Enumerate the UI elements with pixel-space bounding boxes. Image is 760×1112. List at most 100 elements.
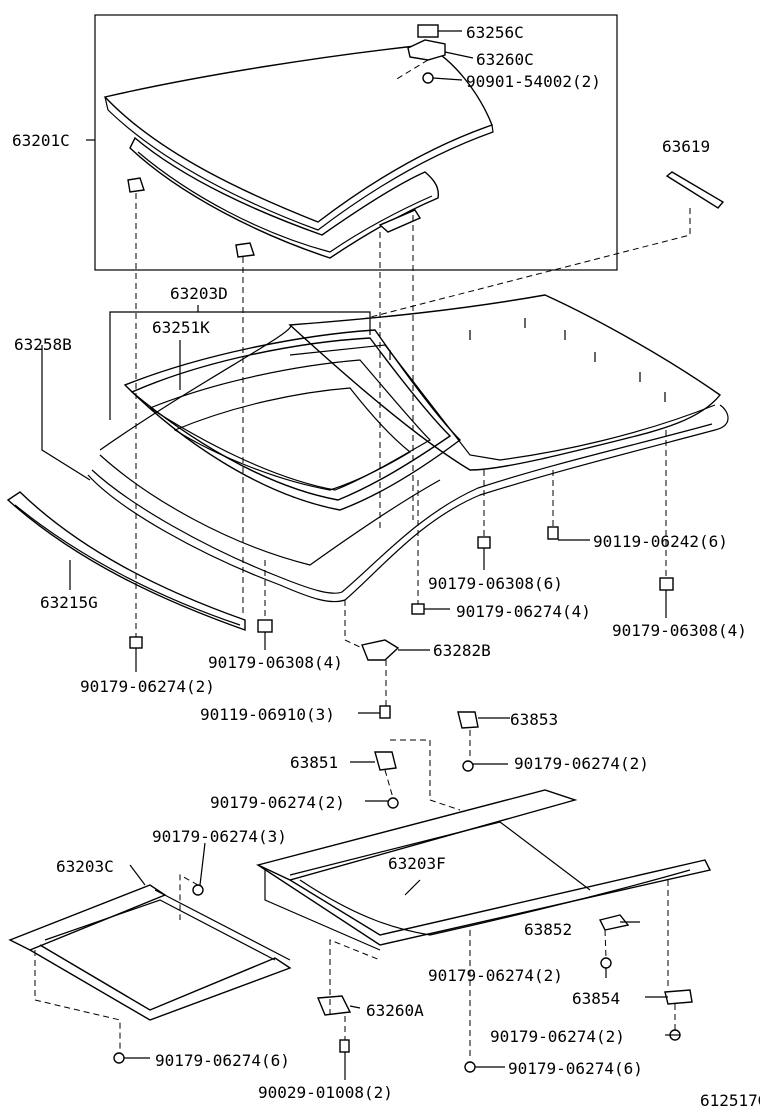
part-number: 63203D bbox=[170, 284, 228, 303]
part-number: 63203F bbox=[388, 854, 446, 873]
callout-90179-06308: 90179-06308(6) bbox=[428, 574, 563, 593]
fasteners bbox=[129, 526, 674, 719]
callout-63203f: 63203F bbox=[388, 854, 446, 873]
callout-63203d: 63203D bbox=[170, 284, 228, 303]
bolt-90901-54002 bbox=[422, 72, 434, 84]
part-number: 63852 bbox=[524, 920, 572, 939]
roof-screws bbox=[389, 318, 666, 402]
part-quantity: (4) bbox=[562, 602, 591, 621]
part-number: 63251K bbox=[152, 318, 210, 337]
part-number: 63260C bbox=[476, 50, 534, 69]
callout-90179-06274: 90179-06274(2) bbox=[80, 677, 215, 696]
lower-dashed-leaders bbox=[34, 730, 676, 1060]
part-number: 63258B bbox=[14, 335, 72, 354]
callout-63201c: 63201C bbox=[12, 131, 70, 150]
callout-63251k: 63251K bbox=[152, 318, 210, 337]
glass-assembly-box bbox=[94, 14, 618, 271]
part-quantity: (2) bbox=[316, 793, 345, 812]
part-number: 90119-06910 bbox=[200, 705, 306, 724]
callout-63260c: 63260C bbox=[476, 50, 534, 69]
part-number: 63260A bbox=[366, 1001, 424, 1020]
sunroof-housing-63203F bbox=[255, 789, 712, 951]
part-quantity: (2) bbox=[572, 72, 601, 91]
callout-63282b: 63282B bbox=[433, 641, 491, 660]
part-63260C bbox=[407, 39, 446, 61]
part-quantity: (6) bbox=[261, 1051, 290, 1070]
part-quantity: (2) bbox=[596, 1027, 625, 1046]
part-number: 90179-06274 bbox=[152, 827, 258, 846]
glass-clip-center bbox=[235, 242, 255, 258]
part-number: 90179-06274 bbox=[456, 602, 562, 621]
sliding-roof-glass-panel bbox=[103, 44, 494, 231]
glass-clip-left bbox=[127, 177, 145, 193]
part-quantity: (6) bbox=[699, 532, 728, 551]
part-quantity: (3) bbox=[258, 827, 287, 846]
part-number: 90179-06274 bbox=[428, 966, 534, 985]
callout-90119-06242: 90119-06242(6) bbox=[593, 532, 728, 551]
part-number: 63282B bbox=[433, 641, 491, 660]
part-quantity: (2) bbox=[364, 1083, 393, 1102]
roof-panel bbox=[87, 294, 729, 603]
part-number: 90901-54002 bbox=[466, 72, 572, 91]
callout-90029-01008: 90029-01008(2) bbox=[258, 1083, 393, 1102]
diagram-id: 612517G bbox=[700, 1091, 760, 1110]
part-number: 63256C bbox=[466, 23, 524, 42]
part-number: 63619 bbox=[662, 137, 710, 156]
callout-90119-06910: 90119-06910(3) bbox=[200, 705, 335, 724]
part-number: 63201C bbox=[12, 131, 70, 150]
part-number: 90179-06274 bbox=[80, 677, 186, 696]
part-number: 63215G bbox=[40, 593, 98, 612]
part-number: 90179-06274 bbox=[155, 1051, 261, 1070]
part-quantity: (3) bbox=[306, 705, 335, 724]
part-number: 63854 bbox=[572, 989, 620, 1008]
callout-90179-06274: 90179-06274(2) bbox=[490, 1027, 625, 1046]
callout-63215g: 63215G bbox=[40, 593, 98, 612]
callout-63851: 63851 bbox=[290, 753, 338, 772]
part-number: 90179-06308 bbox=[612, 621, 718, 640]
part-quantity: (2) bbox=[620, 754, 649, 773]
dashed-leaders bbox=[135, 59, 667, 706]
part-63256C bbox=[417, 24, 439, 38]
part-number: 63851 bbox=[290, 753, 338, 772]
part-number: 90179-06274 bbox=[490, 1027, 596, 1046]
front-trim-63215G bbox=[6, 491, 246, 631]
part-number: 90029-01008 bbox=[258, 1083, 364, 1102]
part-number: 90179-06274 bbox=[514, 754, 620, 773]
part-number: 90179-06308 bbox=[208, 653, 314, 672]
opening-weatherstrip-63251K bbox=[130, 337, 452, 501]
callout-90179-06274: 90179-06274(3) bbox=[152, 827, 287, 846]
callout-63258b: 63258B bbox=[14, 335, 72, 354]
part-quantity: (6) bbox=[614, 1059, 643, 1078]
wind-deflector-63619 bbox=[665, 171, 725, 209]
callout-90179-06274: 90179-06274(6) bbox=[155, 1051, 290, 1070]
part-number: 63203C bbox=[56, 857, 114, 876]
callout-63852: 63852 bbox=[524, 920, 572, 939]
callout-63256c: 63256C bbox=[466, 23, 524, 42]
part-number: 90179-06274 bbox=[508, 1059, 614, 1078]
part-quantity: (2) bbox=[186, 677, 215, 696]
glass-weatherstrip bbox=[129, 136, 440, 259]
callout-90179-06308: 90179-06308(4) bbox=[612, 621, 747, 640]
part-quantity: (4) bbox=[718, 621, 747, 640]
callout-63854: 63854 bbox=[572, 989, 620, 1008]
part-number: 90179-06308 bbox=[428, 574, 534, 593]
callout-90179-06308: 90179-06308(4) bbox=[208, 653, 343, 672]
callout-63203c: 63203C bbox=[56, 857, 114, 876]
glass-bracket-right bbox=[378, 209, 422, 233]
part-number: 63853 bbox=[510, 710, 558, 729]
callout-63619: 63619 bbox=[662, 137, 710, 156]
callout-90179-06274: 90179-06274(6) bbox=[508, 1059, 643, 1078]
part-quantity: (4) bbox=[314, 653, 343, 672]
callout-90901-54002: 90901-54002(2) bbox=[466, 72, 601, 91]
part-number: 90119-06242 bbox=[593, 532, 699, 551]
label-leaders bbox=[41, 30, 680, 1080]
part-number: 90179-06274 bbox=[210, 793, 316, 812]
callout-90179-06274: 90179-06274(2) bbox=[210, 793, 345, 812]
callout-90179-06274: 90179-06274(2) bbox=[428, 966, 563, 985]
drive-frame-63203C bbox=[8, 884, 292, 1021]
callout-63853: 63853 bbox=[510, 710, 558, 729]
callout-63260a: 63260A bbox=[366, 1001, 424, 1020]
part-quantity: (2) bbox=[534, 966, 563, 985]
